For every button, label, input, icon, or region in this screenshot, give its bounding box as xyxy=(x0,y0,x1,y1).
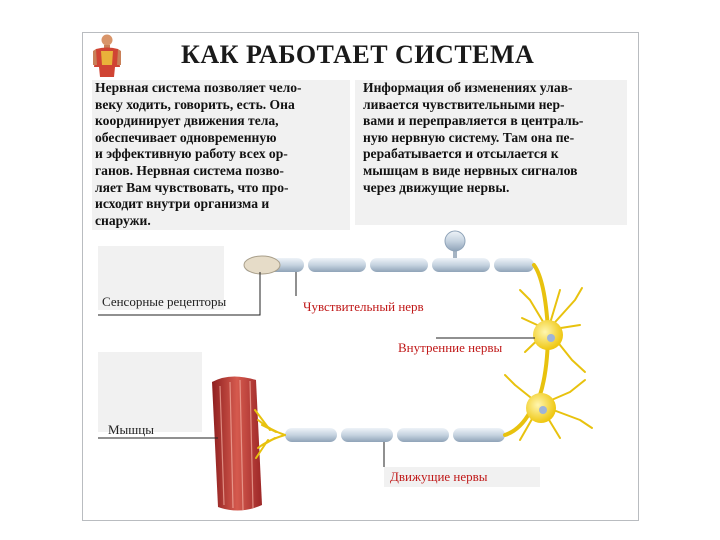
label-box-motor xyxy=(384,467,540,487)
page-title: КАК РАБОТАЕТ СИСТЕМА xyxy=(181,40,535,69)
label-muscles: Мышцы xyxy=(108,422,154,437)
label-internal-nerves: Внутренние нервы xyxy=(398,340,503,355)
label-motor-nerves: Движущие нервы xyxy=(390,469,488,484)
motor-nerve-fiber xyxy=(285,428,505,442)
muscle-illustration xyxy=(212,376,286,511)
neuron-cell-body-upper xyxy=(533,320,563,350)
label-sensory-nerve: Чувствительный нерв xyxy=(303,299,424,314)
sensory-nerve-fiber xyxy=(243,230,534,275)
intro-text-left: Нервная система позволяет чело- веку ход… xyxy=(92,80,350,230)
human-body-icon xyxy=(93,34,121,77)
label-sensory-receptors: Сенсорные рецепторы xyxy=(102,294,227,309)
leader-lines xyxy=(98,272,535,467)
label-box-muscles xyxy=(98,352,202,432)
label-box-sensory xyxy=(98,246,224,310)
intro-text-right: Информация об изменениях улав- ливается … xyxy=(355,80,627,225)
